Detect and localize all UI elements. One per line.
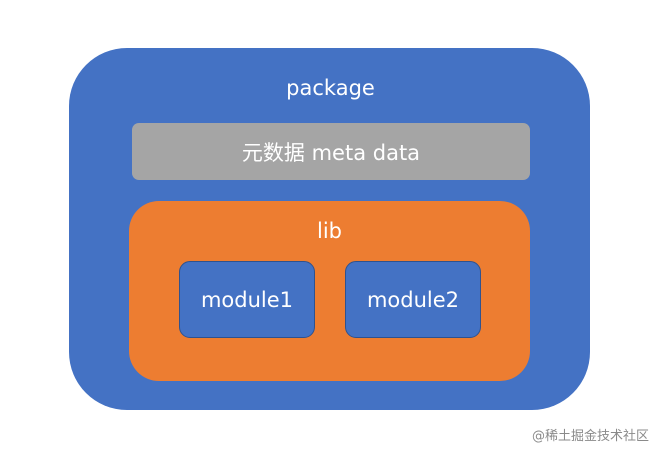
metadata-box: 元数据 meta data — [132, 123, 530, 180]
watermark: @稀土掘金技术社区 — [531, 429, 649, 444]
metadata-label: 元数据 meta data — [241, 140, 421, 165]
module1-label: module1 — [200, 287, 294, 312]
module1-box: module1 — [179, 261, 315, 338]
lib-label: lib — [317, 219, 342, 243]
package-label: package — [286, 76, 375, 100]
module2-label: module2 — [366, 287, 460, 312]
module2-box: module2 — [345, 261, 481, 338]
